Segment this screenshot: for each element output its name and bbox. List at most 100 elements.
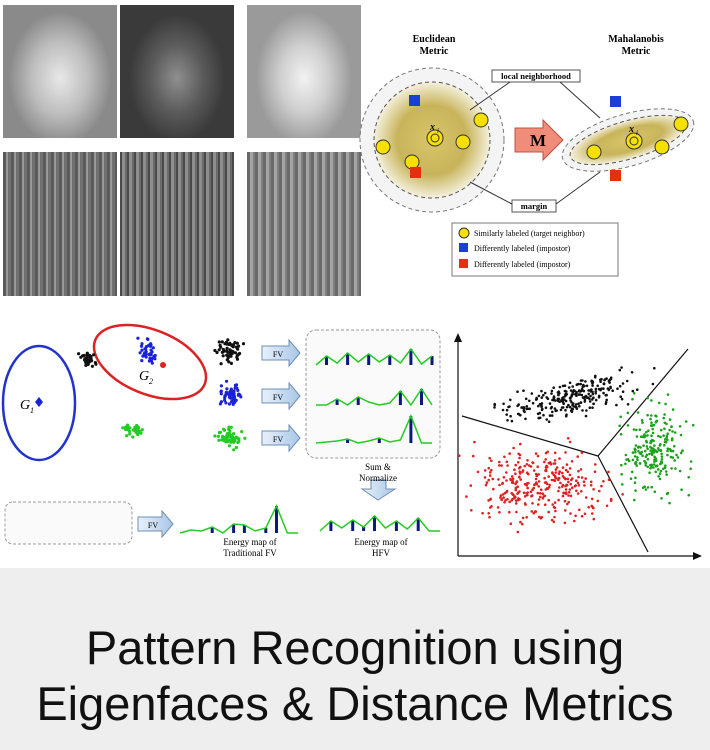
scatter-point (648, 471, 651, 475)
scatter-point (539, 495, 542, 499)
scatter-point (517, 452, 520, 456)
pointer-line (555, 171, 601, 205)
cluster-dot (142, 352, 146, 356)
scatter-point (514, 486, 518, 490)
scatter-point (687, 476, 690, 479)
scatter-point (517, 491, 520, 494)
cluster-dot (229, 361, 233, 365)
scatter-point (568, 381, 572, 385)
g2-label: G (139, 369, 149, 384)
scatter-point (670, 438, 674, 442)
scatter-point (641, 421, 644, 424)
scatter-point (644, 464, 647, 467)
cluster-dot (219, 389, 223, 393)
cluster-dot (240, 430, 244, 434)
scatter-point (627, 459, 631, 463)
pointer-line (469, 181, 513, 205)
caption-line-2: Eigenfaces & Distance Metrics (36, 677, 674, 730)
boundary-line-left (461, 415, 599, 457)
cluster-dot (213, 434, 217, 438)
fv-arrow-2: FV (261, 381, 301, 411)
scatter-point (577, 402, 580, 406)
scatter-point (596, 384, 599, 388)
scatter-point (516, 390, 519, 394)
scatter-point (566, 470, 570, 474)
scatter-point (620, 473, 623, 476)
scatter-point (674, 467, 677, 470)
scatter-point (525, 463, 529, 466)
eigenface-6 (247, 152, 361, 296)
scatter-point (501, 482, 504, 486)
scatter-point (564, 468, 568, 472)
scatter-point (583, 484, 586, 487)
scatter-point (537, 515, 541, 519)
scatter-point (550, 478, 554, 482)
scatter-point (522, 389, 525, 393)
scatter-point (662, 416, 665, 420)
scatter-point (589, 480, 593, 484)
cluster-dot (217, 438, 221, 442)
scatter-point (671, 408, 675, 411)
energy-traditional-label-2: Traditional FV (223, 548, 277, 558)
scatter-point (508, 510, 511, 514)
scatter-point (483, 476, 487, 479)
cluster-dot (92, 353, 96, 357)
cluster-dot (243, 436, 247, 440)
scatter-point (514, 488, 518, 492)
cluster-dot (143, 347, 147, 351)
scatter-point (523, 495, 527, 498)
scatter-point (578, 508, 581, 512)
scatter-point (591, 406, 594, 410)
boundary-line-top (597, 348, 689, 457)
scatter-point (643, 433, 646, 436)
black-cluster-small (77, 351, 98, 368)
blue-cluster-small (136, 336, 157, 365)
scatter-point (624, 453, 628, 457)
scatter-point (663, 438, 667, 441)
scatter-point (609, 376, 613, 380)
scatter-point (490, 505, 493, 508)
target-neighbor (455, 134, 471, 150)
scatter-point (634, 462, 637, 466)
g1-label: G (20, 398, 30, 413)
scatter-point (505, 471, 508, 474)
cluster-dot (231, 397, 235, 401)
scatter-point (519, 413, 522, 417)
scatter-point (567, 386, 571, 389)
scatter-point (562, 402, 565, 406)
cluster-dot (226, 433, 230, 437)
scatter-point (565, 463, 569, 466)
scatter-point (531, 461, 534, 464)
scatter-point (550, 392, 553, 395)
scatter-point (536, 465, 539, 469)
cluster-dot (224, 340, 228, 344)
energy-bar (335, 399, 339, 405)
energy-bar (325, 356, 328, 365)
cluster-dot (153, 357, 157, 361)
scatter-point (537, 416, 540, 420)
cluster-dot (136, 432, 140, 437)
scatter-point (645, 430, 648, 434)
cluster-dot (213, 348, 217, 353)
cluster-dot (125, 434, 129, 438)
scatter-point (557, 476, 561, 480)
energy-curve (315, 414, 432, 444)
scatter-point (691, 423, 695, 427)
cluster-dot (230, 400, 234, 404)
scatter-point (609, 386, 612, 390)
scatter-point (653, 444, 656, 447)
scatter-point (505, 408, 509, 412)
euclidean-label: Euclidean (413, 34, 456, 45)
scatter-point (554, 468, 558, 471)
scatter-point (546, 450, 549, 454)
scatter-point (608, 381, 611, 384)
scatter-point (532, 469, 536, 472)
scatter-point (653, 460, 656, 463)
scatter-point (658, 444, 662, 447)
scatter-point (540, 389, 543, 393)
scatter-point (565, 390, 568, 393)
scatter-point (534, 510, 537, 513)
target-neighbor (654, 139, 670, 155)
impostor-blue (610, 96, 621, 107)
svg-text:FV: FV (273, 350, 283, 359)
